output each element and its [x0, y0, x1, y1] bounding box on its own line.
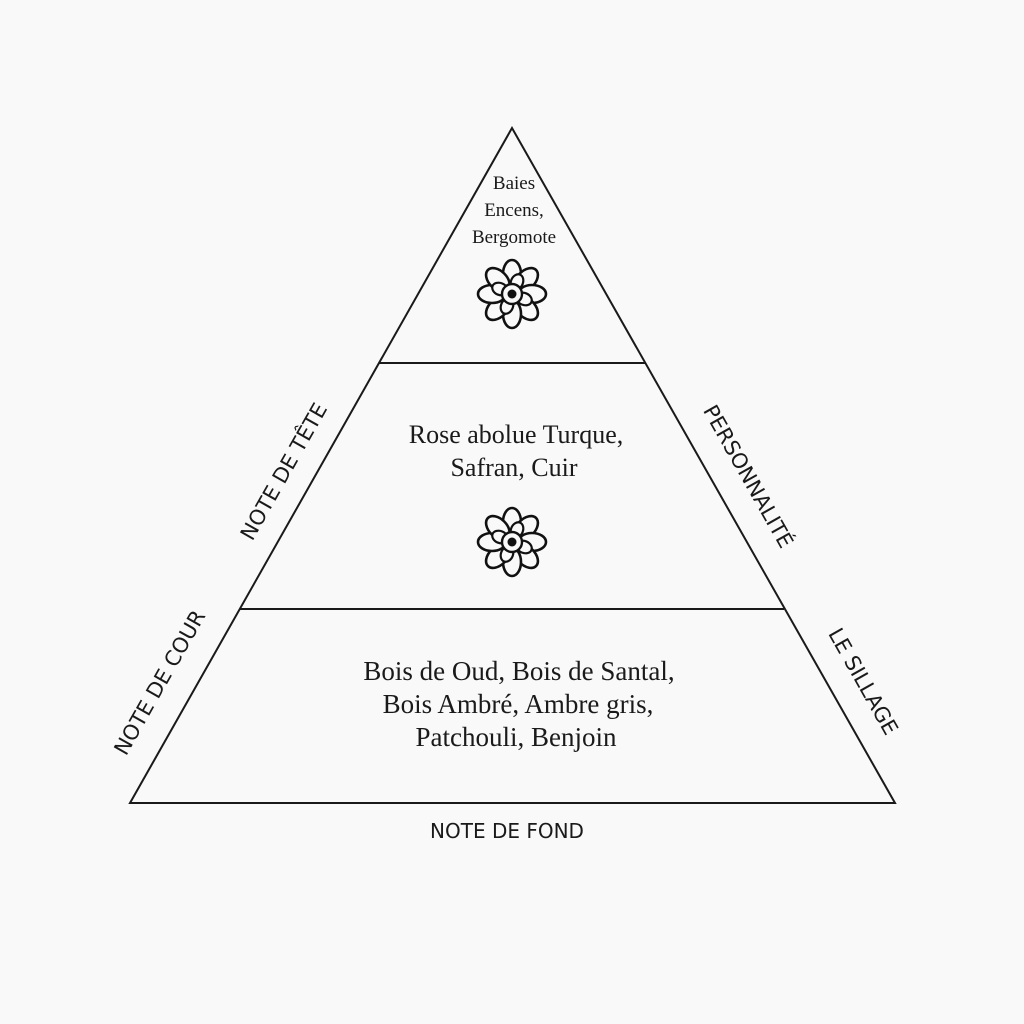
top-tier-line-1: Baies	[493, 173, 535, 194]
top-tier-line-2: Encens,	[484, 200, 544, 221]
base-label: NOTE DE FOND	[430, 819, 584, 843]
left-lower-label: NOTE DE COUR	[110, 606, 211, 759]
bottom-tier: Bois de Oud, Bois de Santal, Bois Ambré,…	[363, 656, 674, 752]
pyramid-outline	[128, 125, 897, 804]
middle-tier: Rose abolue Turque, Safran, Cuir	[409, 420, 624, 578]
flower-icon	[476, 258, 548, 330]
bottom-tier-line-1: Bois de Oud, Bois de Santal,	[363, 656, 674, 686]
right-lower-label: LE SILLAGE	[823, 624, 902, 739]
top-tier: Baies Encens, Bergomote	[472, 173, 556, 330]
bottom-tier-line-3: Patchouli, Benjoin	[416, 722, 617, 752]
middle-tier-line-2: Safran, Cuir	[450, 453, 577, 482]
bottom-tier-line-2: Bois Ambré, Ambre gris,	[383, 689, 654, 719]
middle-tier-line-1: Rose abolue Turque,	[409, 420, 624, 449]
flower-icon	[476, 506, 548, 578]
right-upper-label: PERSONNALITÉ	[698, 400, 799, 552]
top-tier-line-3: Bergomote	[472, 227, 556, 248]
